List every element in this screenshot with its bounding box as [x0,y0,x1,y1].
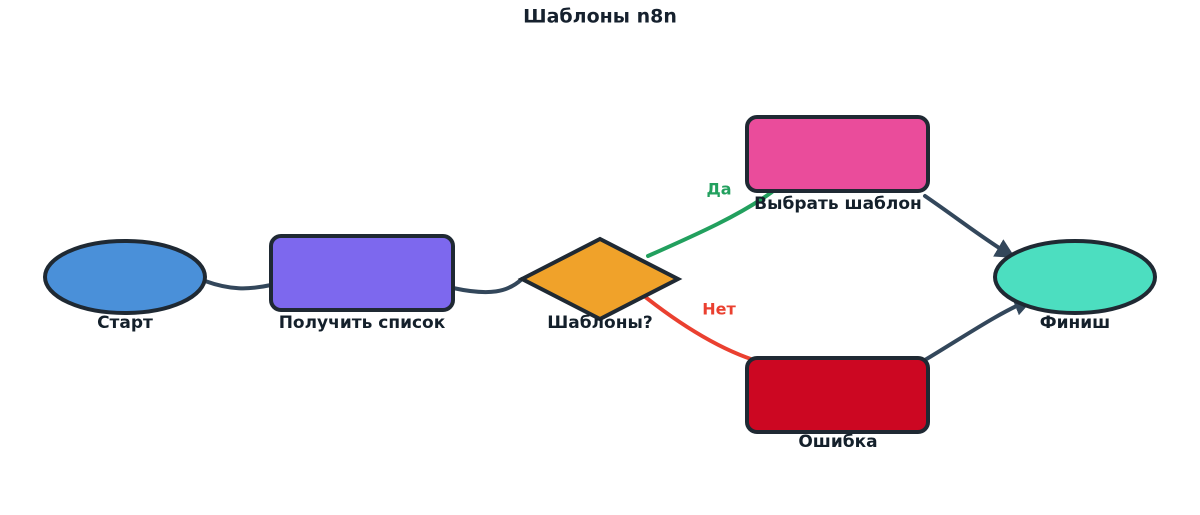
node-start[interactable] [43,239,207,315]
edge-label-decision-to-error: Нет [702,300,736,319]
edge-get_list-to-templates_decision [451,277,524,295]
node-label-error: Ошибка [798,432,877,452]
node-labels-layer: Старт Получить список Шаблоны? Выбрать шабл… [97,194,1110,452]
node-finish[interactable] [993,239,1157,315]
node-label-select_template: Выбрать шаблон [754,194,922,214]
edge-templates_decision-to-error [637,290,762,364]
node-templates_decision[interactable] [517,236,683,322]
page-title: Шаблоны n8n [523,6,677,28]
node-label-get_list: Получить список [279,313,446,333]
node-label-finish: Финиш [1040,313,1110,333]
nodes-layer [43,115,1157,434]
node-error[interactable] [745,356,930,434]
edge-select_template-to-finish [923,194,1016,259]
edges-layer [203,190,1034,364]
edge-label-decision-to-select_template: Да [706,180,731,199]
node-get_list[interactable] [269,234,455,312]
edge-start-to-get_list [203,279,273,291]
edge-templates_decision-to-select_template [646,190,774,258]
node-label-start: Старт [97,313,153,333]
node-select_template[interactable] [745,115,930,193]
node-label-templates_decision: Шаблоны? [547,313,652,333]
edge-error-to-finish [923,296,1034,362]
